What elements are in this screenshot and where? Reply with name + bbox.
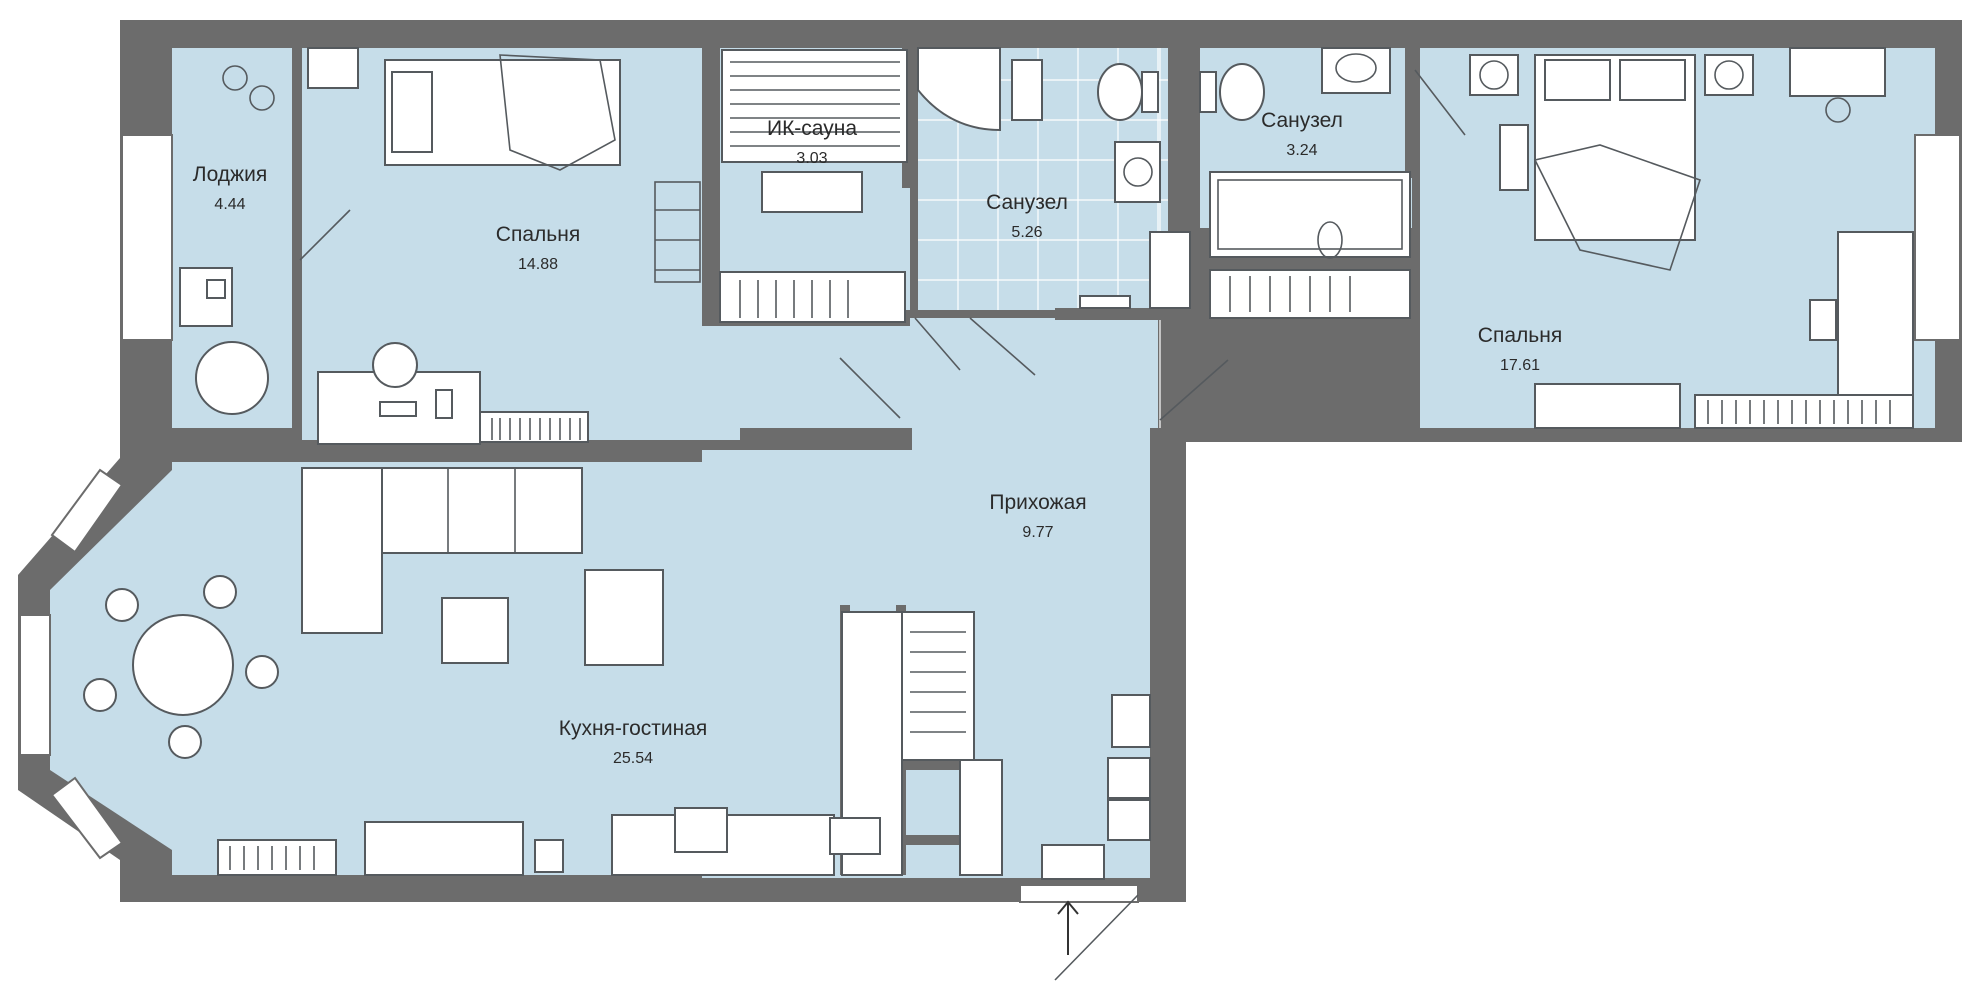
room-area: 4.44 <box>214 196 246 213</box>
room-label-bedroom-1: Спальня 14.88 <box>496 222 580 276</box>
window-bay-top <box>50 468 124 554</box>
room-area: 14.88 <box>517 256 559 273</box>
room-area: 9.77 <box>1022 524 1054 541</box>
room-label-ir-sauna: ИК-сауна 3.03 <box>767 116 857 170</box>
room-name: Спальня <box>1477 324 1563 347</box>
room-name: Спальня <box>495 223 581 246</box>
room-area: 5.26 <box>1011 224 1043 241</box>
hallway-furniture <box>1107 694 1151 841</box>
room-area: 25.54 <box>612 750 654 767</box>
room-name: Лоджия <box>192 163 268 186</box>
bathroom-1-furniture <box>917 47 1191 309</box>
bathroom-2-furniture <box>1199 47 1411 319</box>
room-label-bathroom-2: Санузел 3.24 <box>1261 108 1343 162</box>
bedroom-2-furniture <box>1469 47 1914 429</box>
window-bedroom-2 <box>1914 134 1961 341</box>
room-label-hallway: Прихожая 9.77 <box>989 490 1086 544</box>
entrance-arrow-icon <box>1057 900 1079 955</box>
window-openings <box>19 134 1961 903</box>
room-area: 3.03 <box>796 150 828 167</box>
room-name: Прихожая <box>989 491 1087 514</box>
room-name: Кухня-гостиная <box>558 717 708 740</box>
window-bay-bottom <box>50 776 124 860</box>
room-name: ИК-сауна <box>766 117 858 140</box>
ir-sauna-furniture <box>719 49 908 323</box>
room-area: 3.24 <box>1286 142 1318 159</box>
room-label-bedroom-2: Спальня 17.61 <box>1478 323 1562 377</box>
bedroom-1-furniture <box>307 47 701 445</box>
room-label-loggia: Лоджия 4.44 <box>193 162 267 216</box>
loggia-furniture <box>179 65 275 415</box>
hallway-floor <box>702 318 1158 878</box>
room-label-kitchen-living: Кухня-гостиная 25.54 <box>559 716 708 770</box>
room-name: Санузел <box>1261 109 1343 132</box>
room-label-bathroom-1: Санузел 5.26 <box>986 190 1068 244</box>
window-loggia <box>121 134 173 341</box>
kitchen-living-floor <box>50 462 702 875</box>
room-area: 17.61 <box>1499 357 1541 374</box>
kitchen-living-furniture <box>83 467 1105 880</box>
window-bay-left <box>19 614 51 756</box>
entrance-opening <box>1019 884 1139 903</box>
room-name: Санузел <box>986 191 1068 214</box>
door-swings <box>299 69 1466 981</box>
